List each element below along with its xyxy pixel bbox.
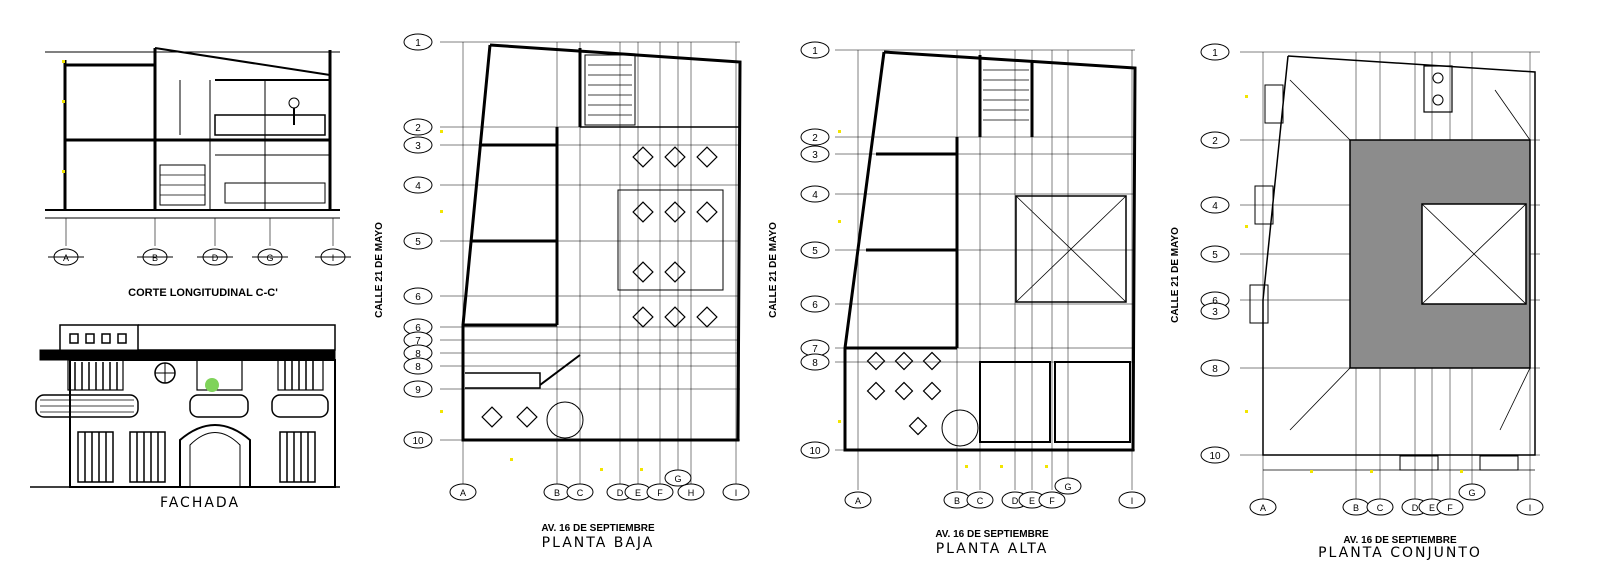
axis-label: F (657, 488, 663, 498)
ground-floor-col-labels: A B C D E F G H I (460, 474, 737, 498)
axis-label: H (688, 488, 695, 498)
axis-label: B (954, 496, 960, 506)
axis-label: C (1377, 503, 1384, 513)
ground-floor-row-labels: 1 2 3 4 5 6 6 7 8 8 9 10 (412, 38, 424, 447)
upper-floor-grid (835, 49, 1135, 490)
axis-label: 10 (809, 446, 821, 457)
grid-point-markers (62, 60, 1463, 473)
side-street-label: CALLE 21 DE MAYO (374, 222, 385, 318)
axis-label: 2 (415, 123, 421, 134)
axis-label: 5 (415, 237, 421, 248)
axis-label: D (617, 488, 624, 498)
axis-label: G (1064, 482, 1071, 492)
section-axis-label: B (152, 253, 158, 263)
axis-label: F (1447, 503, 1453, 513)
upper-floor-title: PLANTA ALTA (936, 541, 1049, 557)
axis-label: 5 (812, 246, 818, 257)
axis-label: G (674, 474, 681, 484)
axis-label: A (1260, 503, 1266, 513)
axis-label: C (977, 496, 984, 506)
ground-floor-axis-markers (403, 33, 750, 501)
axis-label: 10 (1209, 451, 1221, 462)
side-street-label: CALLE 21 DE MAYO (1170, 227, 1181, 323)
axis-label: 2 (812, 133, 818, 144)
axis-label: 4 (415, 181, 421, 192)
axis-label: 1 (1212, 48, 1218, 59)
side-street-label: CALLE 21 DE MAYO (768, 222, 779, 318)
axis-label: 4 (1212, 201, 1218, 212)
street-label: AV. 16 DE SEPTIEMBRE (935, 529, 1049, 540)
axis-label: I (1131, 496, 1134, 506)
site-plan-row-labels: 1 2 4 5 6 8 10 3 (1209, 48, 1221, 462)
axis-label: C (577, 488, 584, 498)
site-plan-title: PLANTA CONJUNTO (1318, 545, 1482, 561)
section-axis-label: G (266, 253, 273, 263)
site-plan-col-labels: A B C D E F G I (1260, 488, 1531, 513)
axis-label: 5 (1212, 250, 1218, 261)
axis-label: G (1468, 488, 1475, 498)
axis-label: F (1049, 496, 1055, 506)
section-drawing (45, 47, 340, 219)
upper-floor-col-labels: A B C D E F G I (855, 482, 1133, 506)
axis-label: 2 (1212, 136, 1218, 147)
ground-floor-walls (461, 43, 742, 442)
axis-label: 7 (415, 336, 421, 347)
axis-label: B (1353, 503, 1359, 513)
axis-label: 1 (812, 46, 818, 57)
upper-floor-stairs (983, 69, 1029, 121)
axis-label: 3 (1212, 307, 1218, 318)
axis-label: A (460, 488, 466, 498)
upper-floor-walls (843, 50, 1137, 452)
section-axis-lines (65, 218, 334, 246)
section-axis-label: A (63, 253, 69, 263)
axis-label: 10 (412, 436, 424, 447)
section-title: CORTE LONGITUDINAL C-C' (128, 287, 278, 299)
axis-label: 6 (415, 323, 421, 334)
axis-label: 6 (812, 300, 818, 311)
axis-label: 9 (415, 385, 421, 396)
facade-bars (74, 360, 314, 482)
axis-label: 3 (415, 141, 421, 152)
axis-label: D (1012, 496, 1019, 506)
axis-label: 8 (1212, 364, 1218, 375)
axis-label: E (1429, 503, 1435, 513)
upper-floor-row-labels: 1 2 3 4 5 6 7 8 10 (809, 46, 821, 457)
axis-label: 6 (415, 292, 421, 303)
plant-icon (205, 378, 219, 392)
axis-label: 8 (812, 358, 818, 369)
axis-label: E (635, 488, 641, 498)
axis-label: 4 (812, 190, 818, 201)
axis-label: 7 (812, 344, 818, 355)
street-label: AV. 16 DE SEPTIEMBRE (1343, 535, 1457, 546)
axis-label: A (855, 496, 861, 506)
axis-label: I (1529, 503, 1532, 513)
axis-label: 6 (1212, 296, 1218, 307)
facade-drawing (30, 324, 340, 488)
ground-floor-title: PLANTA BAJA (542, 535, 655, 551)
axis-label: B (554, 488, 560, 498)
axis-label: D (1412, 503, 1419, 513)
street-label: AV. 16 DE SEPTIEMBRE (541, 523, 655, 534)
upper-floor-tables (866, 351, 942, 436)
upper-floor-axis-markers (800, 41, 1146, 509)
axis-label: I (735, 488, 738, 498)
section-axis-label: I (332, 253, 335, 263)
facade-title: FACHADA (160, 495, 240, 511)
axis-label: 1 (415, 38, 421, 49)
axis-label: 8 (415, 362, 421, 373)
axis-label: 3 (812, 150, 818, 161)
site-plan-axis-markers (1200, 43, 1544, 516)
axis-label: E (1029, 496, 1035, 506)
axis-label: 8 (415, 349, 421, 360)
ground-floor-stairs (588, 64, 632, 116)
section-axis-label: D (212, 253, 219, 263)
site-plan-outline (1249, 55, 1536, 471)
section-axis-markers (48, 248, 351, 266)
ground-floor-tables (481, 146, 718, 428)
